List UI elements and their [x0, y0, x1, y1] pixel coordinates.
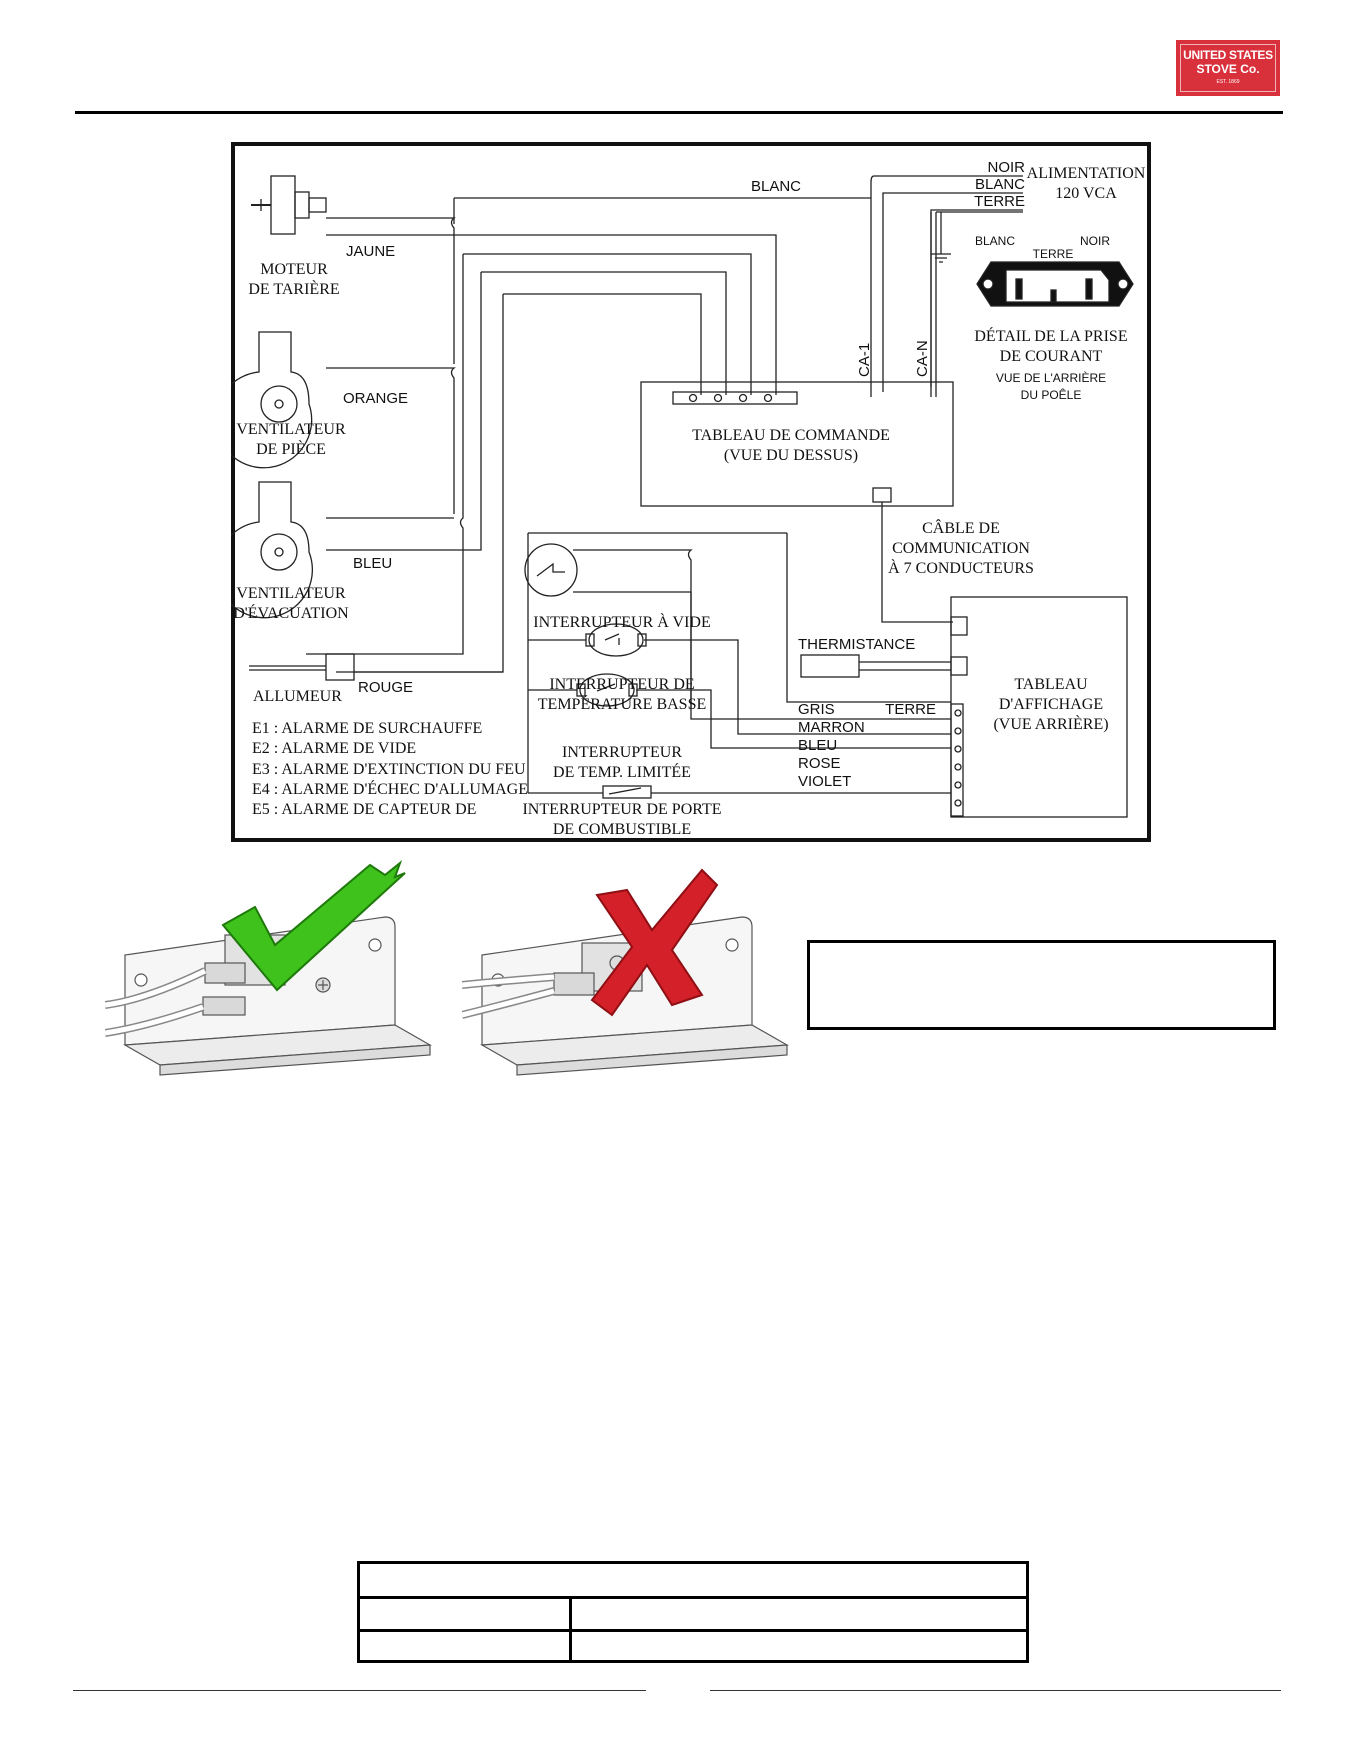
- spec-table: [357, 1561, 1029, 1663]
- comm-cable-label-2: COMMUNICATION: [892, 540, 1030, 557]
- wire-bleu-display: [644, 639, 951, 735]
- alarm-e2: E2 : ALARME DE VIDE: [252, 740, 416, 757]
- limit-switch: [579, 673, 635, 707]
- footer-rule-right: [710, 1690, 1281, 1691]
- wire-noir: [870, 175, 1023, 397]
- wire-exhaust: [481, 271, 727, 395]
- display-label-1: TABLEAU: [1014, 676, 1088, 693]
- logo-line-1: UNITED STATES: [1183, 48, 1273, 62]
- alarm-legend: E1 : ALARME DE SURCHAUFFE E2 : ALARME DE…: [252, 720, 528, 818]
- low-temp-switch: [588, 623, 644, 657]
- room-fan: [231, 331, 313, 469]
- igniter: [325, 653, 355, 681]
- limit-label-1: INTERRUPTEUR: [562, 744, 682, 761]
- wire-igniter: [503, 293, 702, 395]
- label-terre-display: TERRE: [885, 701, 936, 718]
- comm-cable: [881, 502, 953, 623]
- footer-rule-left: [73, 1690, 646, 1691]
- label-can: CA-N: [914, 340, 931, 377]
- label-blanc-power: BLANC: [975, 176, 1025, 193]
- label-noir: NOIR: [988, 159, 1026, 176]
- spec-table-divider: [569, 1599, 572, 1660]
- door-label-2: DE COMBUSTIBLE: [553, 821, 691, 838]
- wire-auger-a: [326, 217, 456, 364]
- wire-orange: [326, 367, 456, 514]
- exhaust-fan: [231, 481, 314, 619]
- door-label-1: INTERRUPTEUR DE PORTE: [522, 801, 721, 818]
- label-marron: MARRON: [798, 719, 865, 736]
- logo-line-3: EST. 1869: [1216, 79, 1240, 85]
- note-box: [807, 940, 1276, 1030]
- label-terre-power: TERRE: [974, 193, 1025, 210]
- wire-gris: [786, 533, 951, 703]
- outlet-sub-2: DU POÊLE: [1021, 387, 1082, 402]
- outlet-terre: TERRE: [1033, 247, 1074, 261]
- wire-room-fan: [463, 253, 752, 395]
- brand-logo: UNITED STATES STOVE Co. EST. 1869: [1176, 40, 1280, 96]
- exhaust-fan-label-2: D'ÉVACUATION: [233, 603, 349, 622]
- power-title-1: ALIMENTATION: [1027, 165, 1146, 182]
- auger-label-1: MOTEUR: [260, 261, 328, 278]
- outlet-sub-1: VUE DE L'ARRIÈRE: [996, 370, 1106, 385]
- label-blanc: BLANC: [751, 178, 801, 195]
- diagram-frame: [231, 142, 1151, 842]
- alarm-e4: E4 : ALARME D'ÉCHEC D'ALLUMAGE: [252, 779, 528, 798]
- logo-border: [1180, 44, 1276, 92]
- vacuum-switch-label: INTERRUPTEUR À VIDE: [533, 612, 710, 631]
- outlet-title-2: DE COURANT: [1000, 348, 1103, 365]
- display-label-3: (VUE ARRIÈRE): [993, 714, 1108, 733]
- wiring-diagram: NOIR BLANC TERRE ALIMENTATION 120 VCA BL…: [231, 142, 1151, 842]
- check-mark: [221, 860, 406, 992]
- outlet-blanc: BLANC: [975, 234, 1015, 248]
- wire-marron: [690, 592, 951, 720]
- label-ca1: CA-1: [856, 343, 873, 377]
- outlet-noir: NOIR: [1080, 234, 1110, 248]
- alarm-e5: E5 : ALARME DE CAPTEUR DE: [252, 801, 476, 818]
- header-rule: [75, 111, 1283, 114]
- wire-rose: [636, 689, 951, 749]
- auger-motor: [270, 175, 296, 235]
- correct-wiring-photo: [105, 860, 433, 1076]
- display-label-2: D'AFFICHAGE: [999, 696, 1103, 713]
- spec-table-header: [360, 1564, 1026, 1599]
- ground-symbol: [931, 253, 951, 263]
- label-bleu-display: BLEU: [798, 737, 837, 754]
- label-jaune: JAUNE: [346, 243, 395, 260]
- low-temp-label-1: INTERRUPTEUR DE: [549, 676, 694, 693]
- thermistor: [800, 654, 860, 678]
- comm-cable-label-3: À 7 CONDUCTEURS: [888, 558, 1034, 577]
- room-fan-label-2: DE PIÈCE: [256, 439, 326, 458]
- label-orange: ORANGE: [343, 390, 408, 407]
- auger-label-2: DE TARIÈRE: [248, 279, 339, 298]
- alarm-e1: E1 : ALARME DE SURCHAUFFE: [252, 720, 482, 737]
- control-board: [640, 381, 954, 507]
- room-fan-label-1: VENTILATEUR: [236, 421, 346, 438]
- thermistor-label: THERMISTANCE: [798, 636, 915, 653]
- alarm-e3: E3 : ALARME D'EXTINCTION DU FEU: [252, 761, 526, 778]
- incorrect-wiring-photo: [462, 868, 790, 1076]
- low-temp-label-2: TEMPÉRATURE BASSE: [538, 694, 706, 713]
- control-board-terminals: [672, 391, 798, 405]
- comm-cable-label-1: CÂBLE DE: [922, 518, 1000, 537]
- control-board-label-1: TABLEAU DE COMMANDE: [692, 427, 890, 444]
- wire-blanc-power: [882, 192, 1023, 392]
- igniter-label: ALLUMEUR: [253, 688, 342, 705]
- spec-table-row: [360, 1599, 1026, 1632]
- power-title-2: 120 VCA: [1055, 185, 1117, 202]
- door-switch: [602, 785, 652, 799]
- label-rouge: ROUGE: [358, 679, 413, 696]
- logo-line-2: STOVE Co.: [1196, 62, 1260, 76]
- control-board-label-2: (VUE DU DESSUS): [724, 447, 858, 464]
- limit-label-2: DE TEMP. LIMITÉE: [553, 762, 691, 781]
- label-violet: VIOLET: [798, 773, 851, 790]
- comm-port: [872, 487, 892, 503]
- label-rose: ROSE: [798, 755, 841, 772]
- exhaust-fan-label-1: VENTILATEUR: [236, 585, 346, 602]
- label-gris: GRIS: [798, 701, 835, 718]
- cross-mark: [590, 868, 719, 1017]
- vacuum-switch: [524, 543, 578, 597]
- outlet-title-1: DÉTAIL DE LA PRISE: [974, 326, 1127, 345]
- wire-jaune: [326, 234, 777, 395]
- label-bleu: BLEU: [353, 555, 392, 572]
